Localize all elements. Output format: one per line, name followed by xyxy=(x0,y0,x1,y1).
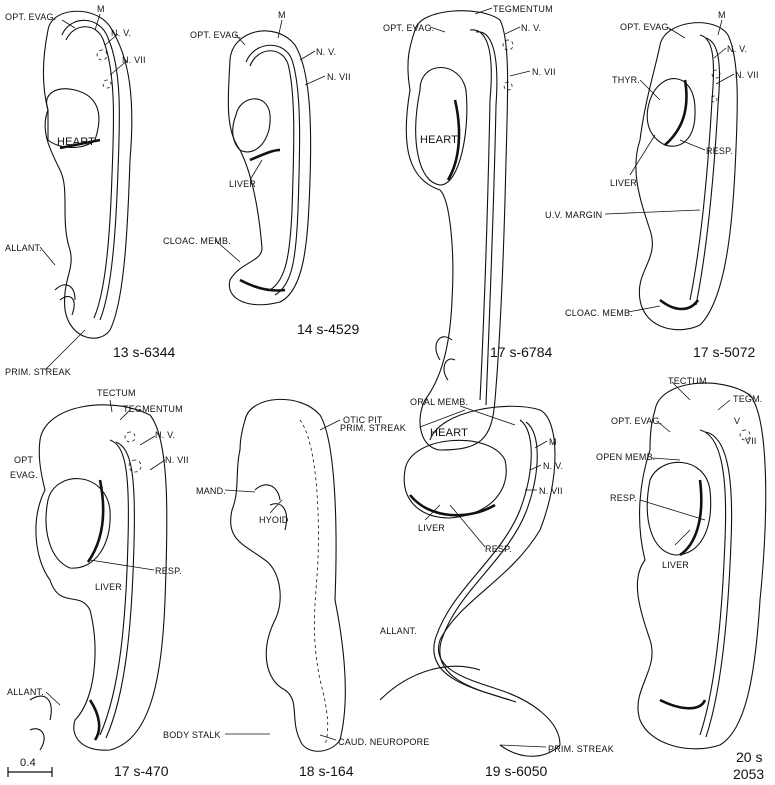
label-allant: ALLANT. xyxy=(380,626,417,636)
label-nvii: N. VII xyxy=(532,67,556,77)
embryo-20s-2053 xyxy=(636,382,767,750)
label-cloac-memb: CLOAC. MEMB. xyxy=(565,308,633,318)
label-nvii: N. VII xyxy=(735,70,759,80)
label-otic-pit: OTIC PIT xyxy=(343,415,383,425)
label-liver: LIVER xyxy=(418,523,446,533)
label-resp: RESP. xyxy=(485,544,512,554)
caption-panel-6: 18 s-164 xyxy=(299,763,354,779)
embryo-19s-6050 xyxy=(379,405,561,757)
label-nv: N. V. xyxy=(155,430,176,440)
label-cloac-memb: CLOAC. MEMB. xyxy=(163,236,231,246)
embryo-17s-6784 xyxy=(405,10,514,451)
caption-panel-2: 14 s-4529 xyxy=(297,321,360,337)
label-opt-evag: OPT. EVAG. xyxy=(611,416,663,426)
label-opt-evag: OPT. EVAG. xyxy=(383,23,435,33)
label-resp: RESP. xyxy=(155,566,182,576)
leader-lines xyxy=(7,7,735,777)
label-v: V xyxy=(734,416,741,426)
label-m: M xyxy=(718,10,726,20)
embryo-18s-164 xyxy=(230,398,346,752)
label-allant: ALLANT. xyxy=(7,687,44,697)
label-oral-memb: ORAL MEMB. xyxy=(410,397,469,407)
label-nv: N. V. xyxy=(727,44,748,54)
embryo-14s-4529 xyxy=(227,30,312,306)
label-opt-evag: OPT. EVAG. xyxy=(5,12,57,22)
label-open-memb: OPEN MEMB. xyxy=(596,452,656,462)
label-nvii: N. VII xyxy=(165,455,189,465)
caption-panel-3: 17 s-6784 xyxy=(490,344,553,360)
caption-panel-7: 19 s-6050 xyxy=(485,763,548,779)
label-allant: ALLANT. xyxy=(5,243,42,253)
label-nv: N. V. xyxy=(111,28,132,38)
label-body-stalk: BODY STALK xyxy=(163,730,221,740)
label-tegmentum: TEGMENTUM xyxy=(123,404,183,414)
label-m: M xyxy=(97,4,105,14)
label-prim-streak: PRIM. STREAK xyxy=(548,744,614,754)
label-evag: EVAG. xyxy=(10,470,38,480)
caption-panel-8-line1: 20 s xyxy=(736,749,763,765)
label-tectum: TECTUM xyxy=(668,376,707,386)
label-nv: N. V. xyxy=(521,23,542,33)
label-nvii: N. VII xyxy=(327,72,351,82)
label-tegmentum: TEGMENTUM xyxy=(493,4,553,14)
label-hyoid: HYOID xyxy=(259,515,289,525)
label-m: M xyxy=(278,10,286,20)
label-tegm: TEGM. xyxy=(733,394,763,404)
caption-panel-4: 17 s-5072 xyxy=(693,344,756,360)
label-nv: N. V. xyxy=(316,47,337,57)
label-opt-evag: OPT. EVAG. xyxy=(620,22,672,32)
label-liver: LIVER xyxy=(95,582,123,592)
label-prim-streak: PRIM. STREAK xyxy=(5,367,71,377)
label-tectum: TECTUM xyxy=(97,388,136,398)
label-caud-neuropore: CAUD. NEUROPORE xyxy=(338,737,430,747)
label-vii: VII xyxy=(745,436,757,446)
label-prim-streak: PRIM. STREAK xyxy=(340,423,406,433)
caption-panel-5: 17 s-470 xyxy=(114,763,169,779)
label-heart: HEART xyxy=(420,134,459,146)
label-liver: LIVER xyxy=(229,179,257,189)
label-opt-evag: OPT. EVAG. xyxy=(190,30,242,40)
label-mand: MAND. xyxy=(196,486,226,496)
caption-panel-1: 13 s-6344 xyxy=(113,344,176,360)
scale-bar xyxy=(7,767,53,777)
embryo-17s-5072 xyxy=(635,22,738,331)
label-uv-margin: U.V. MARGIN xyxy=(545,210,603,220)
label-opt: OPT xyxy=(14,455,34,465)
label-resp: RESP. xyxy=(610,493,637,503)
label-resp: RESP. xyxy=(706,146,733,156)
label-nv: N. V. xyxy=(543,461,564,471)
embryo-17s-470 xyxy=(29,404,168,751)
label-m: M xyxy=(549,437,557,447)
scale-bar-label: 0.4 xyxy=(20,757,36,769)
label-nvii: N. VII xyxy=(539,486,563,496)
label-thyr: THYR. xyxy=(612,75,640,85)
embryo-13s-6344 xyxy=(42,10,133,339)
caption-panel-8-line2: 2053 xyxy=(733,766,765,782)
label-nvii: N. VII xyxy=(122,55,146,65)
label-heart: HEART xyxy=(57,136,96,148)
label-liver: LIVER xyxy=(610,178,638,188)
label-heart: HEART xyxy=(430,427,469,439)
label-liver: LIVER xyxy=(662,560,690,570)
